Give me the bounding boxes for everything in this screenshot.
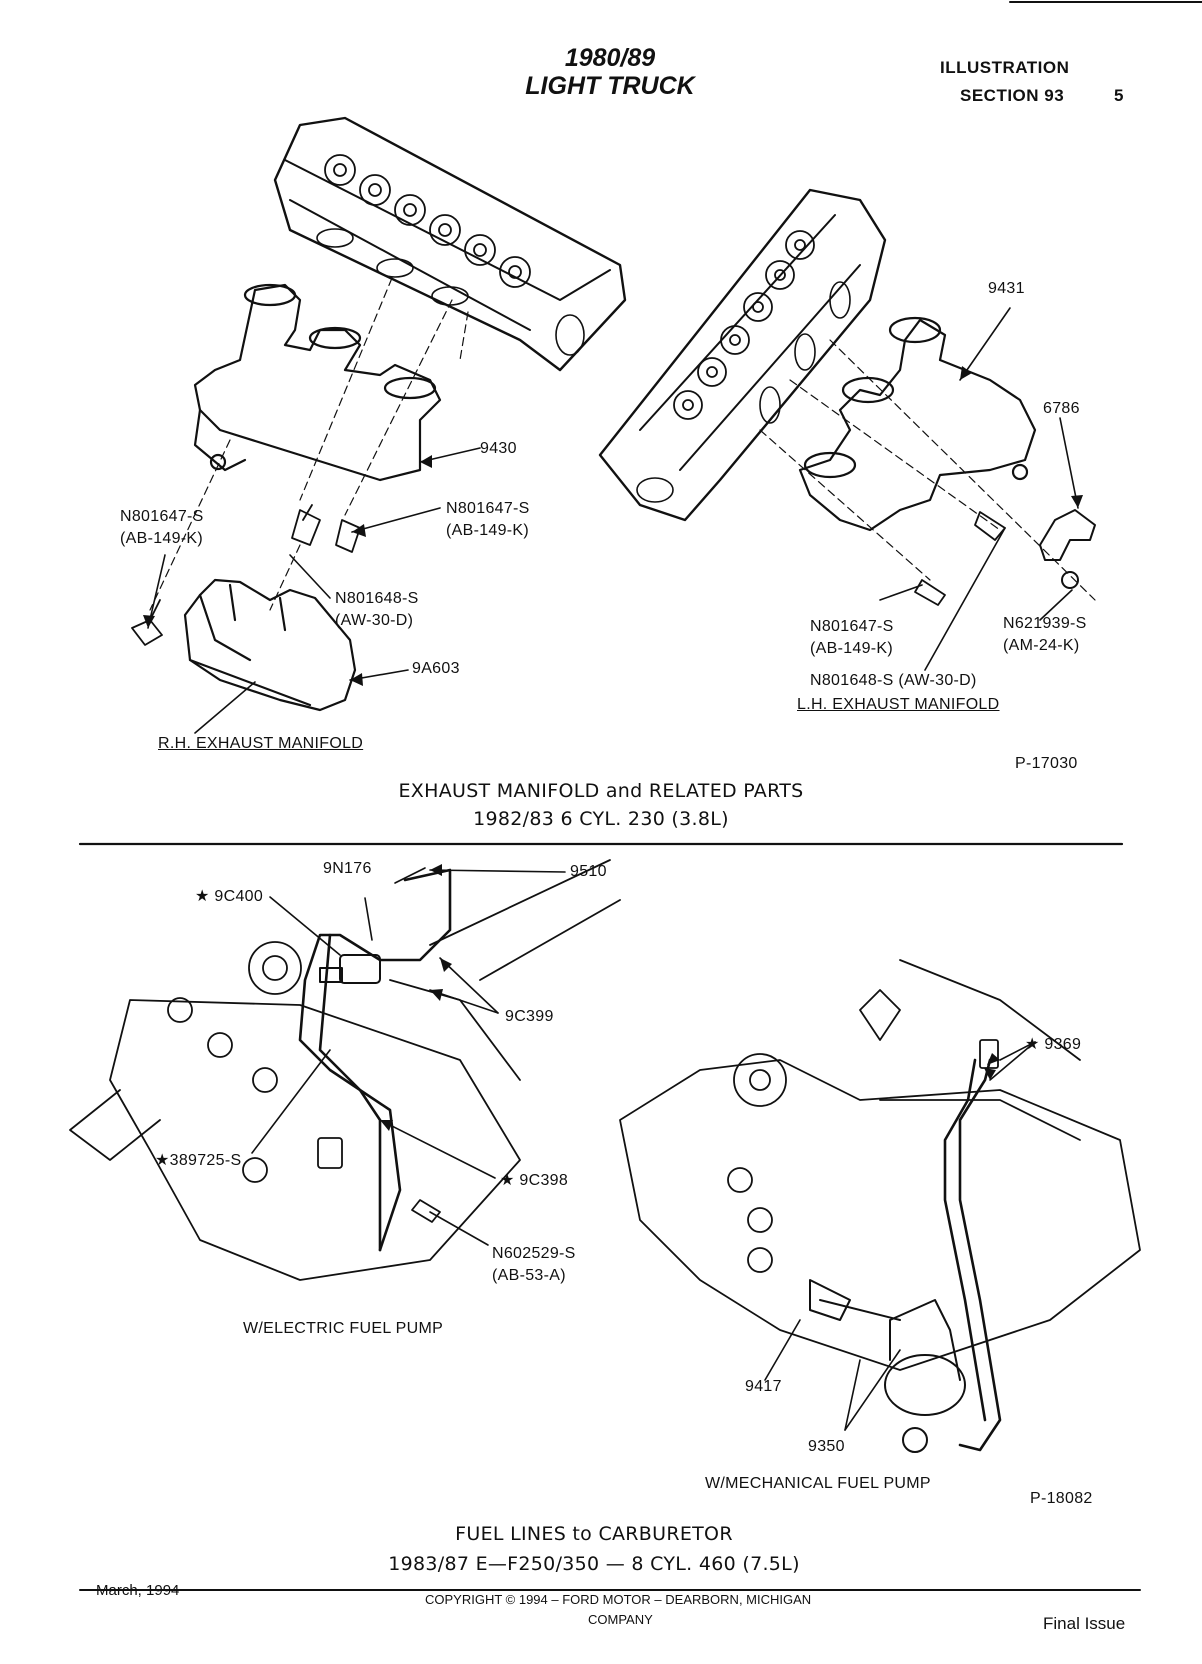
lh-leader-lines: [879, 307, 1079, 671]
label-389725-s: ★389725-S: [155, 1152, 242, 1169]
lh-head-valve-studs: [673, 230, 815, 420]
lh-manifold-bolts: [914, 511, 1006, 606]
label-rh-bolt-b-code: (AB-149-K): [446, 522, 530, 539]
electric-pump-bolt-heads: [167, 997, 278, 1183]
electric-fuel-pump-9c400: [319, 954, 381, 984]
label-rh-bolt-b: N801647-S: [446, 500, 530, 517]
label-electric-fuel-pump: W/ELECTRIC FUEL PUMP: [243, 1320, 444, 1337]
label-lh-bolt: N801647-S: [810, 618, 894, 635]
mechanical-fittings: [979, 1039, 999, 1069]
label-9417: 9417: [745, 1378, 782, 1395]
label-9431: 9431: [988, 280, 1025, 297]
caption-fuel-line1: FUEL LINES to CARBURETOR: [455, 1523, 733, 1545]
rh-cylinder-head: [273, 116, 627, 372]
label-nut-code: (AM-24-K): [1003, 637, 1080, 654]
mechanical-fuel-line: [943, 1058, 1002, 1452]
label-mechanical-fuel-pump: W/MECHANICAL FUEL PUMP: [705, 1475, 931, 1492]
label-9c400: ★ 9C400: [195, 888, 264, 905]
header-title-year: 1980/89: [564, 44, 656, 72]
header-section: SECTION 93: [960, 86, 1065, 105]
mechanical-fuel-pump-9350: [809, 1279, 966, 1453]
lh-head-ports: [636, 281, 851, 503]
footer-copyright: COPYRIGHT © 1994 – FORD MOTOR – DEARBORN…: [425, 1592, 812, 1607]
label-rh-exhaust-manifold: R.H. EXHAUST MANIFOLD: [158, 735, 364, 752]
rh-leader-arrowheads: [143, 455, 432, 686]
label-9c399: 9C399: [505, 1008, 554, 1025]
lh-bracket-6786: [1039, 509, 1096, 589]
caption-exhaust-line2: 1982/83 6 CYL. 230 (3.8L): [473, 808, 729, 830]
electric-pump-engine-block: [69, 859, 621, 1281]
label-lh-bolt-code: (AB-149-K): [810, 640, 894, 657]
rh-assembly-centerlines: [149, 277, 469, 611]
label-lh-stud: N801648-S (AW-30-D): [810, 672, 977, 689]
rh-leader-lines: [147, 447, 481, 734]
label-ref-p18082: P-18082: [1030, 1490, 1093, 1507]
lh-assembly-centerlines: [759, 339, 1096, 601]
mechanical-leader-lines: [764, 1041, 1036, 1431]
label-9c398: ★ 9C398: [500, 1172, 569, 1189]
label-9a603: 9A603: [412, 660, 460, 677]
caption-fuel-line2: 1983/87 E—F250/350 — 8 CYL. 460 (7.5L): [388, 1553, 800, 1575]
rh-head-valve-studs: [324, 154, 531, 288]
label-rh-stud: N801648-S: [335, 590, 419, 607]
footer-date: March, 1994: [96, 1582, 180, 1599]
label-nut: N621939-S: [1003, 615, 1087, 632]
lh-exhaust-manifold-9431: [798, 316, 1037, 532]
label-9510: 9510: [570, 863, 607, 880]
label-rh-stud-code: (AW-30-D): [335, 612, 414, 629]
header-title-vehicle: LIGHT TRUCK: [525, 72, 695, 100]
label-9350: 9350: [808, 1438, 845, 1455]
footer-copyright-company: COMPANY: [588, 1612, 653, 1627]
label-9369: ★ 9369: [1025, 1036, 1082, 1053]
footer-status: Final Issue: [1043, 1614, 1126, 1633]
mechanical-leader-arrowheads: [984, 1053, 1000, 1080]
label-rh-bolt-a: N801647-S: [120, 508, 204, 525]
rh-manifold-bolts: [131, 504, 361, 646]
label-9n176: 9N176: [323, 860, 372, 877]
label-lh-exhaust-manifold: L.H. EXHAUST MANIFOLD: [797, 696, 1000, 713]
rh-head-ports: [316, 228, 585, 356]
lh-leader-arrowheads: [960, 366, 1083, 508]
caption-exhaust-line1: EXHAUST MANIFOLD and RELATED PARTS: [398, 780, 804, 802]
label-n602529-s-code: (AB-53-A): [492, 1267, 566, 1284]
mechanical-pump-bolt-heads: [727, 1167, 773, 1273]
electric-leader-lines: [251, 867, 566, 1246]
rh-exhaust-manifold-9430: [193, 283, 442, 482]
rh-heat-shield-9a603: [183, 578, 357, 712]
electric-leader-arrowheads: [380, 864, 452, 1131]
lh-cylinder-head: [598, 188, 887, 522]
label-n602529-s: N602529-S: [492, 1245, 576, 1262]
label-ref-p17030: P-17030: [1015, 755, 1078, 772]
electric-fittings: [317, 1137, 441, 1223]
header-page-number: 5: [1114, 86, 1124, 105]
electric-fuel-lines-9c399: [298, 868, 452, 1252]
label-rh-bolt-a-code: (AB-149-K): [120, 530, 204, 547]
label-9430: 9430: [480, 440, 517, 457]
mechanical-pump-engine-block: [619, 959, 1141, 1371]
header-illustration: ILLUSTRATION: [940, 58, 1070, 77]
label-6786: 6786: [1043, 400, 1080, 417]
